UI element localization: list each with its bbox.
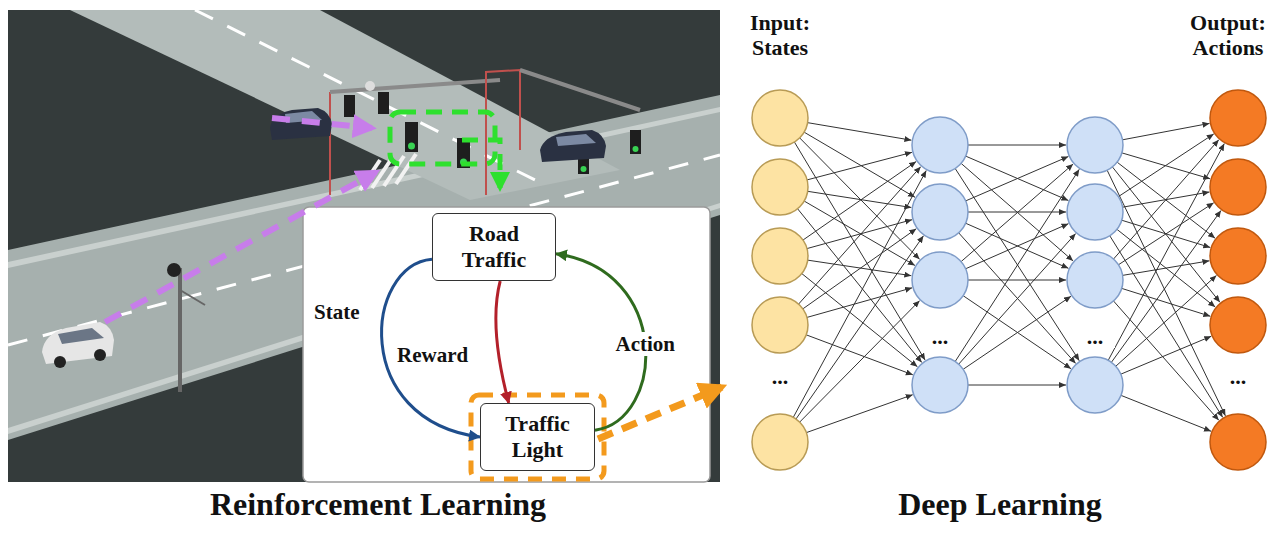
neuron <box>1210 297 1266 353</box>
network-connection <box>804 132 915 197</box>
network-connection <box>1118 134 1213 197</box>
neuron <box>1210 159 1266 215</box>
lamp-post <box>167 263 205 392</box>
car <box>42 322 114 368</box>
neuron <box>912 252 968 308</box>
neuron <box>1067 184 1123 240</box>
network-connection <box>1123 123 1210 139</box>
network-connection <box>1107 170 1225 416</box>
neuron <box>752 297 808 353</box>
neuron <box>912 357 968 413</box>
ground <box>8 10 720 482</box>
neuron <box>1067 117 1123 173</box>
layer-title: Input: States <box>735 10 825 61</box>
feedback-arrow <box>382 259 480 437</box>
network-connection <box>808 191 912 207</box>
network-connection <box>803 162 916 241</box>
network-connection <box>959 233 1076 364</box>
neuron <box>752 414 808 470</box>
network-connection <box>808 123 912 141</box>
network-connection <box>1121 336 1211 374</box>
network-connection <box>1123 261 1210 276</box>
network-connection <box>806 335 913 375</box>
inset-panel <box>303 207 710 482</box>
neuron <box>1210 414 1266 470</box>
network-connection <box>966 156 1069 200</box>
network-connection <box>804 201 915 265</box>
network-connection <box>800 138 920 259</box>
network-connection <box>1108 144 1224 361</box>
layer-title: Output: Actions <box>1180 10 1276 61</box>
ellipsis: ... <box>1218 366 1258 388</box>
edge-label: Action <box>614 332 678 356</box>
ellipsis: ... <box>1075 326 1115 348</box>
panel-caption: Reinforcement Learning <box>118 486 638 523</box>
network-connection <box>1114 301 1219 420</box>
green-dashed-arrow <box>462 140 500 188</box>
network-connection <box>806 395 912 433</box>
network-connection <box>966 223 1069 268</box>
network-connection <box>961 164 1073 262</box>
car <box>540 130 606 162</box>
ellipsis: ... <box>920 326 960 348</box>
car <box>270 108 332 140</box>
road-scene <box>8 10 720 482</box>
network-connection <box>966 224 1069 269</box>
neuron <box>752 90 808 146</box>
edge-label: State <box>312 300 362 324</box>
network-connection <box>800 301 920 422</box>
network-connection <box>1117 229 1215 307</box>
crosswalk <box>360 154 416 190</box>
road <box>70 10 620 200</box>
purple-dashed-arrow <box>272 118 372 128</box>
process-box: Traffic Light <box>480 403 595 471</box>
neuron <box>1210 228 1266 284</box>
ellipsis: ... <box>760 366 800 388</box>
orange-dashed-arrow <box>598 387 722 439</box>
network-connection <box>966 157 1069 201</box>
network-connection <box>1118 203 1213 265</box>
network-connection <box>1121 395 1211 431</box>
network-connection <box>968 145 1066 146</box>
network-connection <box>803 229 916 309</box>
edge-label: Reward <box>395 343 470 367</box>
green-dashed-box <box>390 112 495 164</box>
traffic-light-gantry <box>330 70 641 195</box>
network-connection <box>808 260 912 276</box>
neuron <box>752 159 808 215</box>
panel-caption: Deep Learning <box>820 486 1180 523</box>
neuron <box>1067 357 1123 413</box>
network-connection <box>807 288 912 318</box>
network-connection <box>807 220 912 249</box>
network-connection <box>793 171 926 418</box>
feedback-arrow <box>496 281 509 403</box>
process-box: Road Traffic <box>432 213 556 281</box>
network-connection <box>1116 275 1217 366</box>
orange-dashed-box <box>471 395 604 479</box>
neuron <box>912 184 968 240</box>
neural-network <box>752 90 1266 470</box>
network-connection <box>796 236 923 419</box>
box-label: Traffic Light <box>486 411 589 463</box>
network-connection <box>963 296 1071 369</box>
network-connection <box>1114 140 1219 259</box>
network-connection <box>968 280 1066 281</box>
network-connection <box>963 296 1071 369</box>
lane-line <box>195 10 545 185</box>
box-label: Road Traffic <box>438 221 550 273</box>
network-connection <box>959 234 1076 365</box>
network-connection <box>799 167 921 304</box>
neuron <box>912 117 968 173</box>
neuron <box>1210 90 1266 146</box>
neuron <box>752 228 808 284</box>
neuron <box>1067 252 1123 308</box>
network-connection <box>968 385 1066 386</box>
